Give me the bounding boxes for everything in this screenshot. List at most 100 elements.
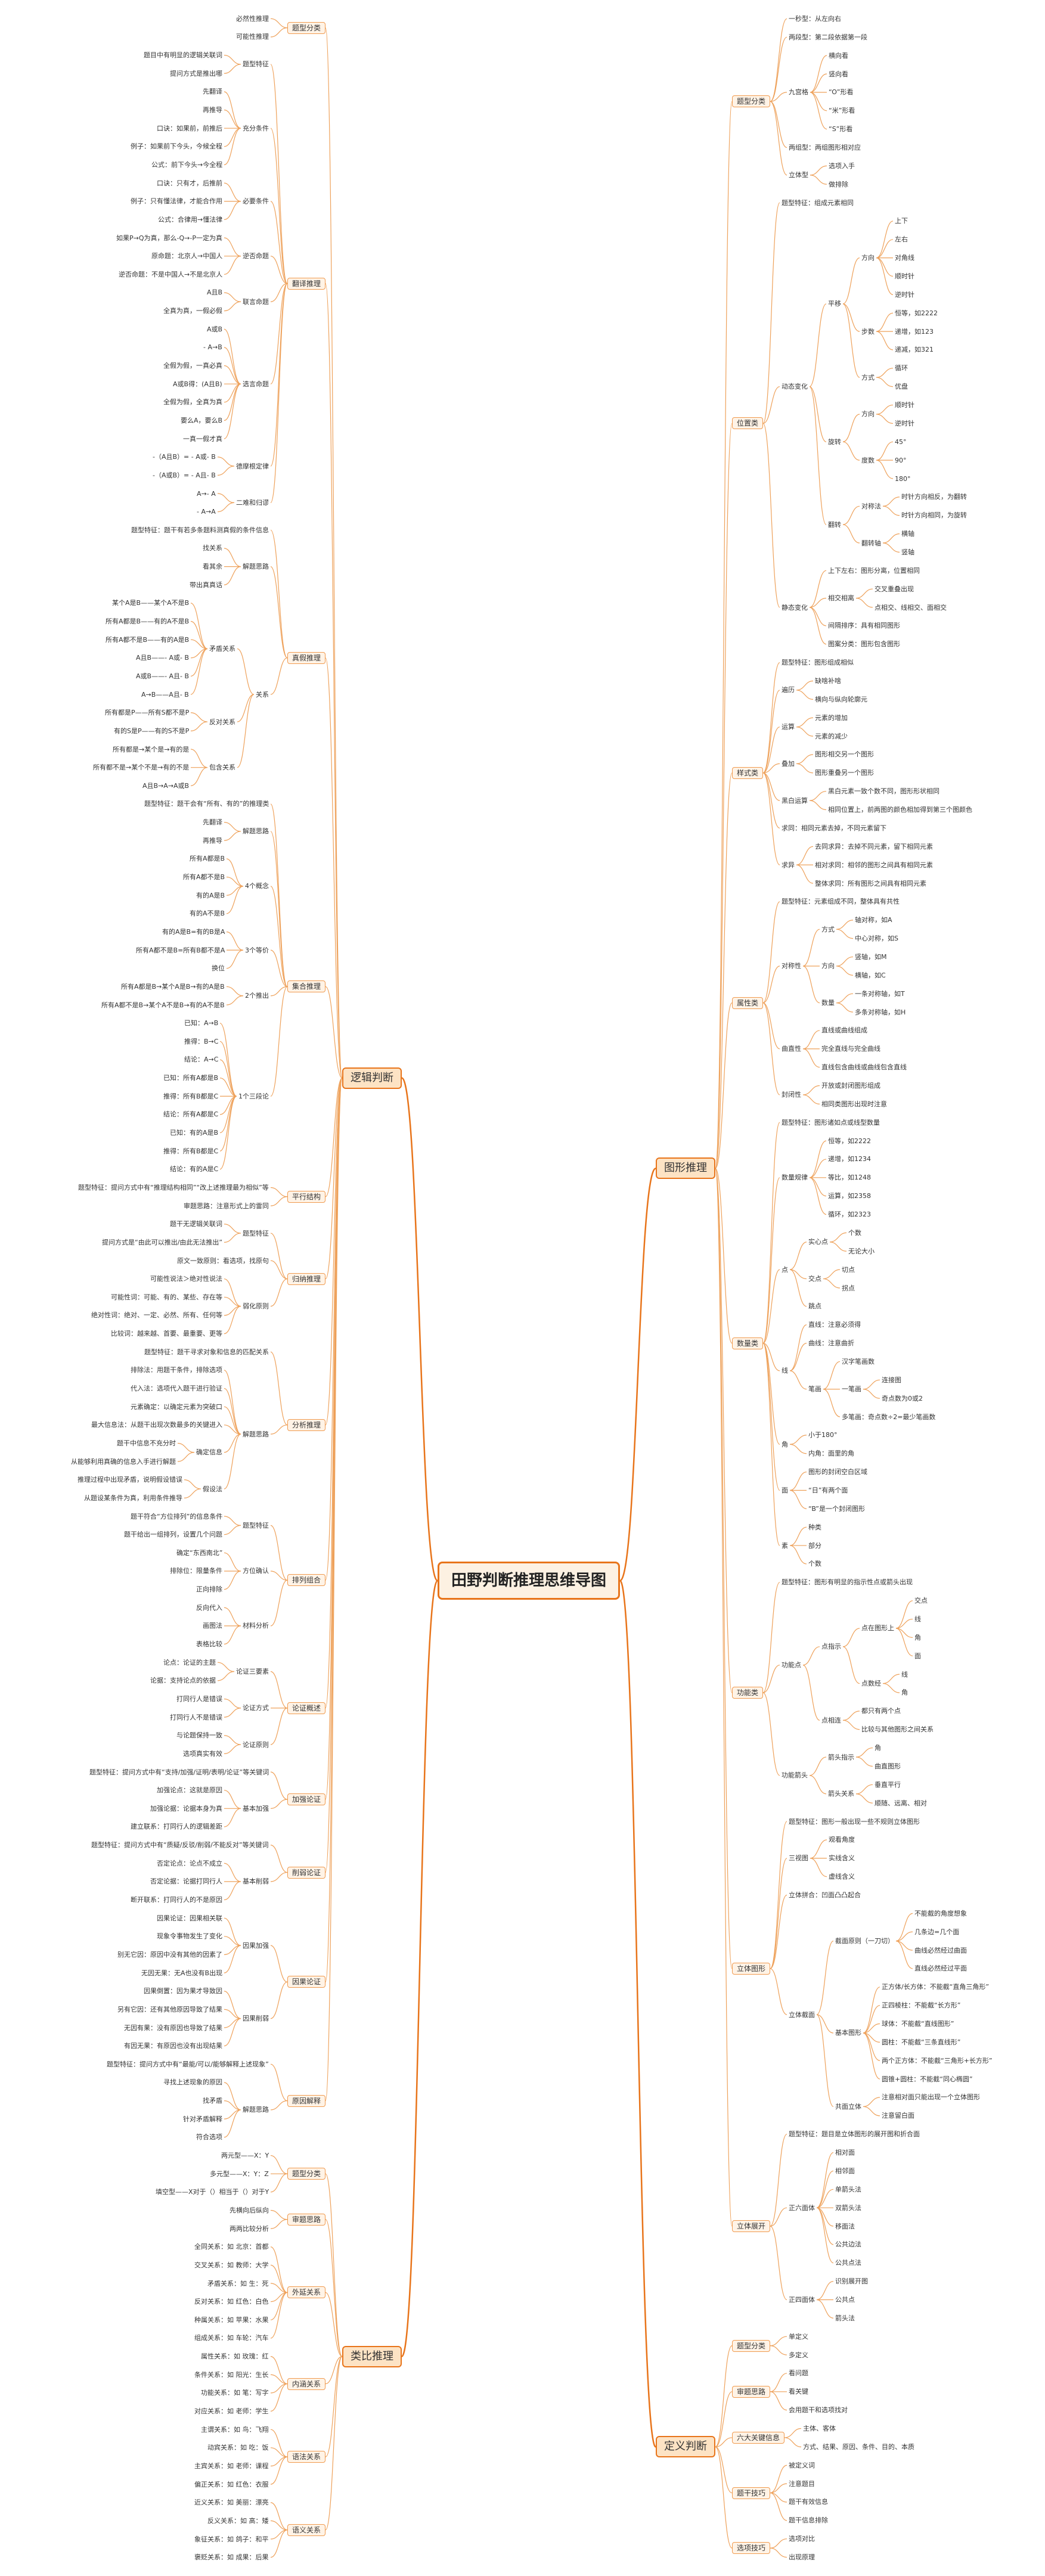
link-branches-2-children-6-children-1-0 — [224, 1370, 241, 1435]
topic-node-branches-1-children-3-children-2: 题干有效信息 — [789, 2498, 828, 2506]
topic-node-branches-2-children-7-children-2-children-1: 画图法 — [203, 1622, 222, 1630]
link-branches-3-children-2-0 — [270, 2246, 288, 2293]
link-branches-2-children-3-5 — [270, 986, 288, 1097]
topic-node-branches-0-children-5-children-2-children-0: 箭头指示 — [828, 1753, 854, 1761]
link-root-1 — [619, 1579, 657, 2448]
topic-node-branches-0-children-7-children-0: 题型特征：题目是立体图形的展开图和折合面 — [789, 2130, 920, 2139]
link-branches-2-children-9-1 — [270, 1799, 288, 1809]
topic-node-branches-0-children-1-children-1-children-2: 翻转 — [828, 520, 841, 529]
link-branches-2-children-2-children-2-children-1-1 — [190, 721, 208, 731]
link-branches-0-children-5-0 — [762, 1582, 780, 1693]
topic-node-branches-0-children-0-children-2-children-3: “米”形看 — [829, 107, 855, 115]
link-branches-2-children-10-children-1-2 — [224, 1881, 241, 1901]
category-node-branches-2-children-3: 集合推理 — [287, 980, 326, 993]
link-branches-0-children-1-children-1-children-1-0 — [842, 414, 860, 442]
topic-node-branches-0-children-1-children-1-children-0-children-0-children-3: 顺时针 — [895, 272, 914, 281]
link-branches-1-0 — [715, 2345, 733, 2447]
topic-node-branches-2-children-1-children-7-children-1: - A→A — [197, 508, 216, 516]
topic-node-branches-2-children-8-children-2: 论证原则 — [243, 1740, 269, 1749]
topic-node-branches-0-children-3-children-3-children-0: 开放或封闭图形组成 — [821, 1082, 880, 1090]
link-branches-2-children-4-0 — [270, 1187, 288, 1197]
topic-node-branches-0-children-3-children-1-children-1: 方向 — [821, 962, 835, 970]
link-branches-2-children-1-0 — [270, 64, 288, 284]
link-branches-2-children-6-children-1-children-5-1 — [184, 1488, 201, 1498]
link-branches-2-children-2-1 — [270, 566, 288, 659]
topic-node-branches-0-children-1-children-1-children-0-children-0-children-0: 上下 — [895, 217, 908, 225]
topic-node-branches-2-children-1-children-6-children-0: -（A且B）= - A或- B — [153, 453, 216, 461]
topic-node-branches-2-children-11-children-0-children-1: 现象令事物发生了变化 — [157, 1932, 222, 1941]
topic-node-branches-2-children-1-children-1: 充分条件 — [243, 124, 269, 132]
link-branches-2-children-1-children-1-0 — [224, 91, 241, 129]
topic-node-branches-2-children-2-children-2-children-2-children-2: A且B→A→A或B — [142, 781, 190, 790]
topic-node-branches-0-children-1-children-2-children-1-children-1: 点相交、线相交、面相交 — [875, 603, 947, 612]
topic-node-branches-2-children-1-children-2: 必要条件 — [243, 197, 269, 206]
topic-node-branches-2-children-8-children-0-children-1: 论据：支持论点的依据 — [150, 1677, 216, 1685]
link-branches-1-children-4-0 — [770, 2538, 787, 2549]
topic-node-branches-2-children-3-children-5-children-0: 已知：A→B — [184, 1019, 219, 1028]
link-branches-2-children-3-2 — [270, 886, 288, 987]
topic-node-branches-0-children-7-children-2-children-1: 公共点 — [835, 2295, 855, 2304]
link-branches-0-children-1-children-1-children-1-children-1-2 — [876, 460, 894, 479]
topic-node-branches-2-children-2-children-2-children-0-children-5: A→B——A且- B — [141, 690, 189, 699]
link-branches-0-children-4-children-1-1 — [809, 1159, 827, 1178]
topic-node-branches-0-children-4-children-6: 素 — [782, 1541, 788, 1550]
link-branches-0-children-6-children-3-children-0-3 — [895, 1941, 913, 1969]
topic-node-branches-0-children-2-children-2: 运算 — [782, 723, 795, 731]
link-branches-2-children-3-children-1-1 — [224, 831, 241, 841]
topic-node-branches-2-children-3-children-0: 题型特征：题干会有“所有、有的”的推理类 — [144, 800, 269, 808]
topic-node-branches-0-children-3-children-2-children-1: 完全直线与完全曲线 — [821, 1045, 880, 1053]
link-branches-1-children-2-0 — [784, 2428, 802, 2438]
link-branches-3-children-3-1 — [270, 2374, 288, 2385]
topic-node-branches-1-children-4-children-0: 选项对比 — [789, 2535, 815, 2543]
link-branches-2-children-3-children-2-3 — [226, 886, 244, 914]
link-branches-1-1 — [715, 2391, 733, 2447]
link-branches-0-children-5-children-1-children-0-1 — [842, 1646, 860, 1684]
category-node-branches-0-children-4: 数量类 — [732, 1337, 764, 1349]
link-branches-0-children-2-children-2-1 — [796, 727, 814, 737]
link-branches-2-children-2-children-2-children-2-0 — [190, 749, 208, 768]
topic-node-branches-2-children-3-children-5: 1个三段论 — [238, 1092, 269, 1100]
category-node-branches-1-children-3: 题干技巧 — [732, 2487, 771, 2499]
link-branches-0-children-1-children-1-children-2-children-1-0 — [882, 533, 900, 544]
link-branches-0-children-4-children-3-0 — [789, 1324, 807, 1371]
topic-node-branches-0-children-2-children-6-children-2: 整体求同：所有图形之间具有相同元素 — [815, 879, 926, 887]
topic-node-branches-0-children-5-children-2-children-0-children-1: 曲直图形 — [875, 1762, 901, 1770]
link-branches-2-children-1-children-5-1 — [224, 347, 241, 384]
link-branches-2-3 — [325, 986, 343, 1079]
topic-node-branches-0-children-4-children-5-children-1: “日”有两个面 — [808, 1486, 848, 1494]
link-branches-0-children-1-children-1-children-0-children-0-4 — [876, 257, 894, 295]
topic-node-branches-3-children-4-children-1: 动宾关系：如 吃：饭 — [207, 2444, 269, 2452]
topic-node-branches-2-children-12-children-1: 解题思路 — [243, 2106, 269, 2114]
topic-node-branches-3-children-0-children-1: 多元型——X：Y：Z — [210, 2170, 269, 2178]
link-branches-0-children-6-children-1-0 — [810, 1839, 827, 1859]
topic-node-branches-2-children-5-children-0-children-0: 题干无逻辑关联词 — [170, 1220, 222, 1228]
link-branches-2-children-3-children-5-3 — [219, 1078, 237, 1097]
topic-node-branches-2-children-1-children-3-children-2: 逆否命题：不是中国人→不是北京人 — [119, 270, 223, 278]
topic-node-branches-2-children-11-children-1-children-0: 因果倒置：因为果才导致因 — [144, 1987, 222, 1995]
link-branches-0-children-3-children-1-2 — [802, 966, 820, 1004]
link-branches-2-children-5-children-2-0 — [224, 1278, 241, 1307]
topic-node-branches-0-children-3-children-1-children-1-children-0: 竖轴，如M — [855, 952, 887, 961]
link-branches-2-2 — [325, 657, 343, 1079]
link-branches-3-children-5-3 — [270, 2530, 288, 2558]
link-branches-0-children-0-4 — [770, 101, 787, 176]
link-branches-0-children-1-children-1-children-0-children-0-1 — [876, 239, 894, 259]
topic-node-branches-2-children-6-children-1-children-2: 元素确定：以确定元素为突破口 — [131, 1402, 222, 1411]
topic-node-branches-0-children-1-children-1-children-0-children-1-children-1: 递增，如123 — [895, 327, 934, 336]
link-branches-2-children-1-7 — [270, 283, 288, 503]
topic-node-branches-0-children-7-children-1-children-5: 公共边法 — [835, 2240, 861, 2249]
link-branches-2-children-2-children-2-children-0-5 — [190, 648, 208, 695]
topic-node-branches-0-children-4-children-5-children-0: 图形的封闭空白区域 — [808, 1468, 867, 1476]
topic-node-branches-3-children-3-children-2: 功能关系：如 笔：写字 — [201, 2389, 269, 2397]
topic-node-branches-2-children-1-children-6: 德摩根定律 — [236, 462, 269, 470]
category-node-branches-2-children-2: 真假推理 — [287, 651, 326, 664]
topic-node-branches-2-children-1-children-1-children-3: 例子：如果前下今头，今候全程 — [131, 142, 222, 151]
topic-node-branches-2-children-3-children-5-children-8: 结论：有的A是C — [170, 1165, 219, 1174]
link-branches-0-children-4-children-2-2 — [789, 1269, 807, 1307]
link-branches-2-12 — [325, 1078, 343, 2102]
topic-node-branches-2-children-12-children-1-children-2: 针对矛盾解释 — [183, 2115, 222, 2123]
link-branches-2-children-2-children-2-1 — [237, 694, 255, 722]
link-branches-3-0 — [325, 2173, 343, 2357]
link-branches-0-children-5-children-1-children-1-0 — [842, 1711, 860, 1721]
